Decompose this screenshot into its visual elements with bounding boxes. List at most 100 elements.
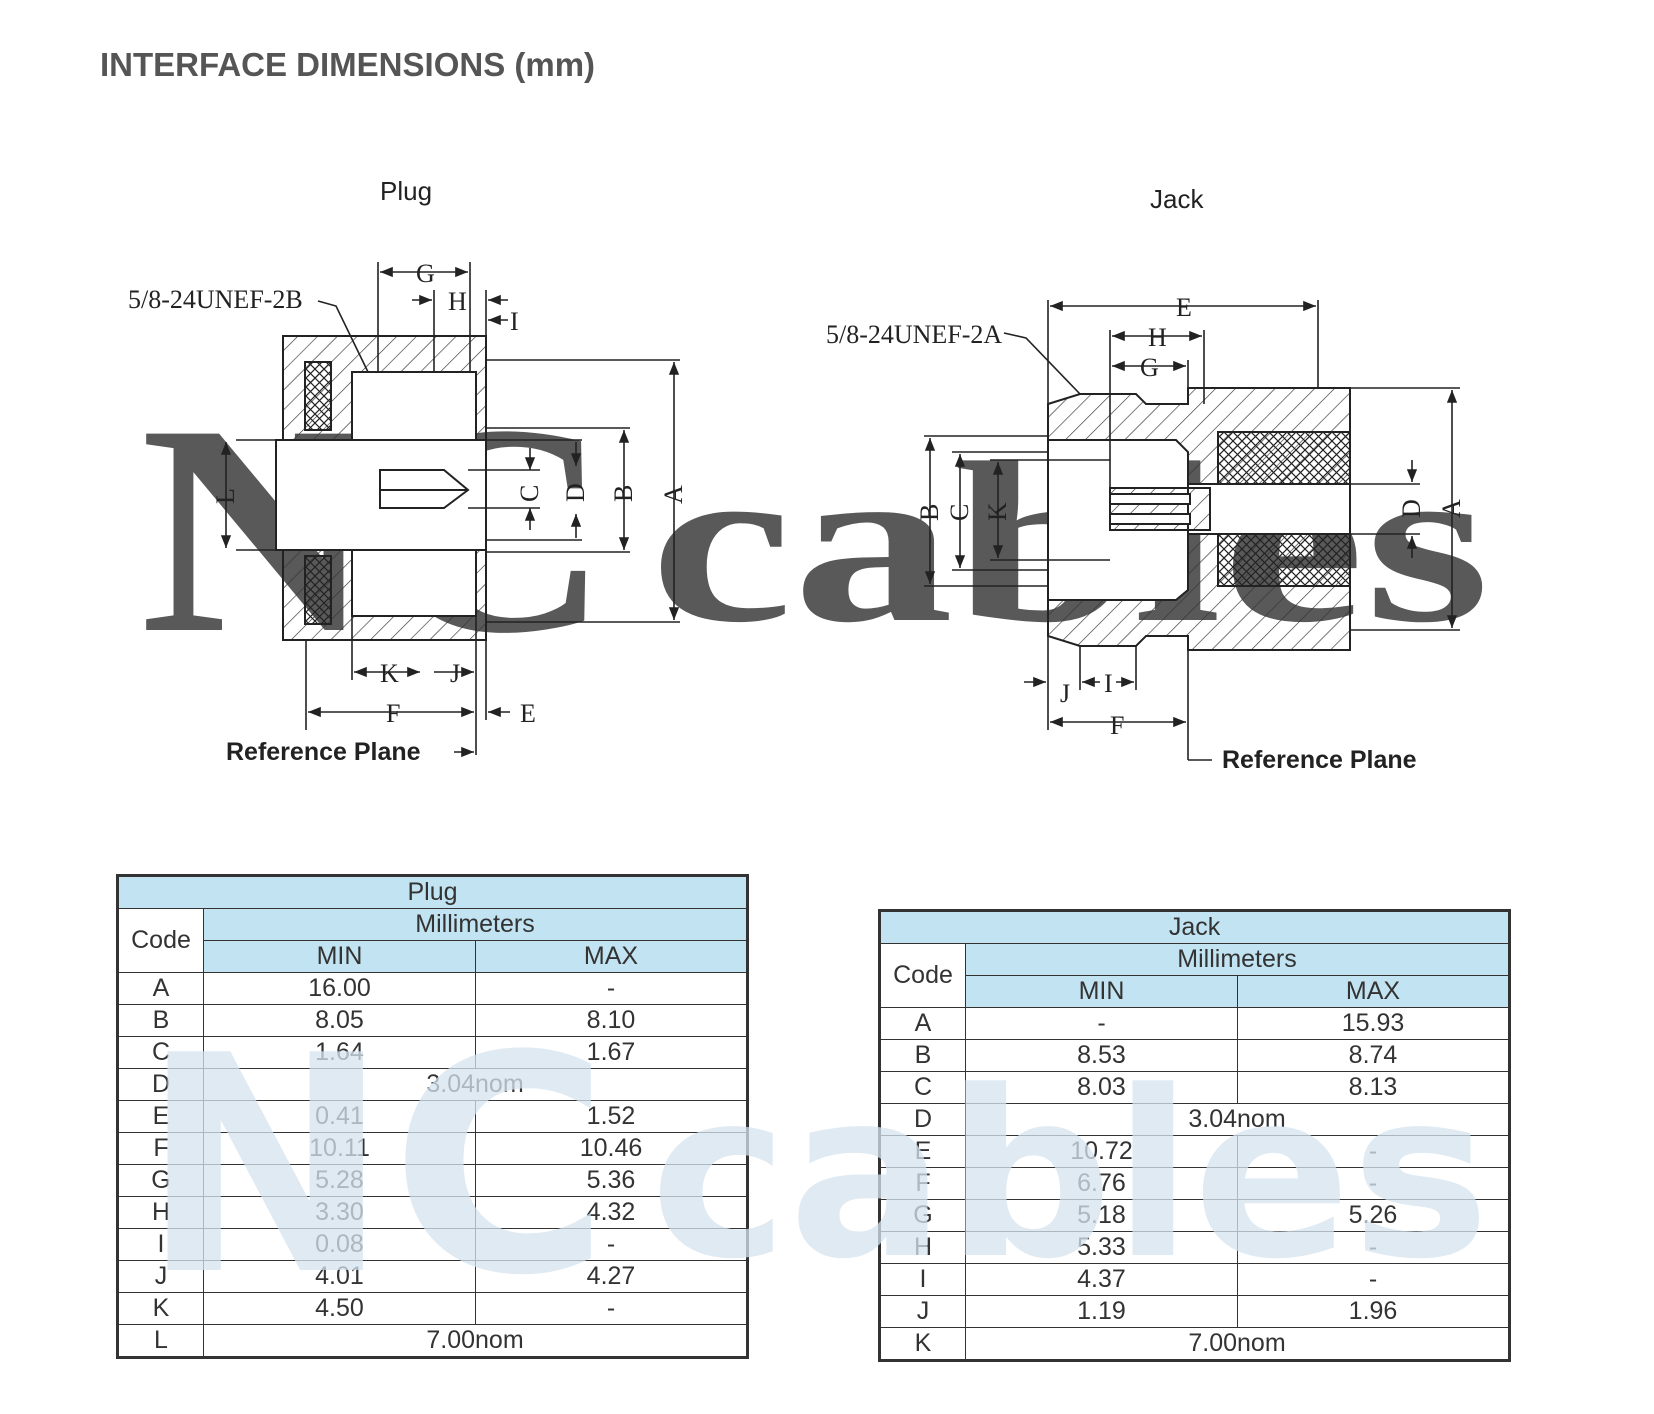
min-cell: 16.00: [203, 972, 476, 1005]
jack-dim-k: K: [983, 502, 1012, 521]
plug-dim-h: H: [448, 287, 467, 316]
plug-dim-labels: 5/8-24UNEF-2B G H I A B D C L K J F E Re…: [128, 259, 688, 766]
code-cell: D: [117, 1068, 204, 1101]
max-cell: -: [474, 972, 749, 1005]
code-cell: H: [879, 1231, 966, 1264]
code-cell: I: [879, 1263, 966, 1296]
connector-drawings: NC cables Plug: [128, 176, 1490, 774]
code-cell: C: [879, 1071, 966, 1104]
max-cell: 1.52: [474, 1100, 749, 1133]
max-cell: 5.26: [1236, 1199, 1511, 1232]
max-cell: 8.74: [1236, 1039, 1511, 1072]
min-cell: 5.33: [965, 1231, 1238, 1264]
min-cell: 4.37: [965, 1263, 1238, 1296]
code-cell: A: [117, 972, 204, 1005]
min-cell: 10.72: [965, 1135, 1238, 1168]
max-cell: 8.13: [1236, 1071, 1511, 1104]
code-cell: K: [879, 1327, 966, 1361]
max-cell: -: [1236, 1167, 1511, 1200]
max-cell: -: [1236, 1231, 1511, 1264]
nom-cell: 3.04nom: [202, 1068, 749, 1101]
max-cell: 15.93: [1236, 1007, 1511, 1040]
max-cell: -: [474, 1292, 749, 1325]
min-cell: 8.53: [965, 1039, 1238, 1072]
max-cell: -: [474, 1228, 749, 1261]
min-cell: 1.64: [203, 1036, 476, 1069]
jack-dim-b: B: [915, 504, 944, 521]
min-cell: 4.01: [203, 1260, 476, 1293]
min-cell: -: [965, 1007, 1238, 1040]
jack-dimensions: [924, 300, 1460, 761]
min-cell: 1.19: [965, 1295, 1238, 1328]
code-cell: K: [117, 1292, 204, 1325]
code-cell: E: [879, 1135, 966, 1168]
jack-dim-c: C: [945, 504, 974, 521]
code-cell: L: [117, 1324, 204, 1358]
plug-dim-l: L: [211, 488, 240, 504]
max-cell: 10.46: [474, 1132, 749, 1165]
plug-body: [275, 335, 487, 641]
code-cell: J: [879, 1295, 966, 1328]
jack-dim-h: H: [1148, 323, 1167, 352]
code-cell: B: [879, 1039, 966, 1072]
max-cell: -: [1236, 1135, 1511, 1168]
plug-code-header: Code: [117, 908, 204, 973]
jack-drawing-title: Jack: [1150, 184, 1204, 214]
nom-cell: 7.00nom: [202, 1324, 749, 1358]
min-cell: 8.03: [965, 1071, 1238, 1104]
max-cell: 1.96: [1236, 1295, 1511, 1328]
jack-unit-header: Millimeters: [964, 943, 1511, 976]
plug-dim-d: D: [561, 483, 590, 502]
code-cell: G: [879, 1199, 966, 1232]
page-title: INTERFACE DIMENSIONS (mm): [100, 46, 596, 83]
max-cell: 4.27: [474, 1260, 749, 1293]
jack-dim-j: J: [1060, 679, 1070, 708]
table-row: A-15.93: [879, 1007, 1511, 1040]
plug-max-header: MAX: [474, 940, 749, 973]
min-cell: 5.28: [203, 1164, 476, 1197]
jack-min-header: MIN: [965, 975, 1238, 1008]
jack-code-header: Code: [879, 943, 966, 1008]
plug-thread-label: 5/8-24UNEF-2B: [128, 285, 303, 314]
code-cell: A: [879, 1007, 966, 1040]
min-cell: 5.18: [965, 1199, 1238, 1232]
plug-dim-e: E: [520, 699, 536, 728]
plug-dim-g: G: [416, 259, 435, 288]
max-cell: 4.32: [474, 1196, 749, 1229]
code-cell: B: [117, 1004, 204, 1037]
min-cell: 0.08: [203, 1228, 476, 1261]
plug-drawing-title: Plug: [380, 176, 432, 206]
code-cell: I: [117, 1228, 204, 1261]
min-cell: 6.76: [965, 1167, 1238, 1200]
code-cell: G: [117, 1164, 204, 1197]
plug-dim-b: B: [609, 485, 638, 502]
jack-dim-labels: 5/8-24UNEF-2A E H G A D B C K J I F Refe…: [826, 293, 1466, 774]
max-cell: 1.67: [474, 1036, 749, 1069]
jack-dim-g: G: [1140, 353, 1159, 382]
min-cell: 0.41: [203, 1100, 476, 1133]
code-cell: F: [879, 1167, 966, 1200]
code-cell: F: [117, 1132, 204, 1165]
min-cell: 8.05: [203, 1004, 476, 1037]
max-cell: 8.10: [474, 1004, 749, 1037]
min-cell: 10.11: [203, 1132, 476, 1165]
jack-dim-d: D: [1397, 499, 1426, 518]
plug-reference-plane-label: Reference Plane: [226, 738, 421, 766]
